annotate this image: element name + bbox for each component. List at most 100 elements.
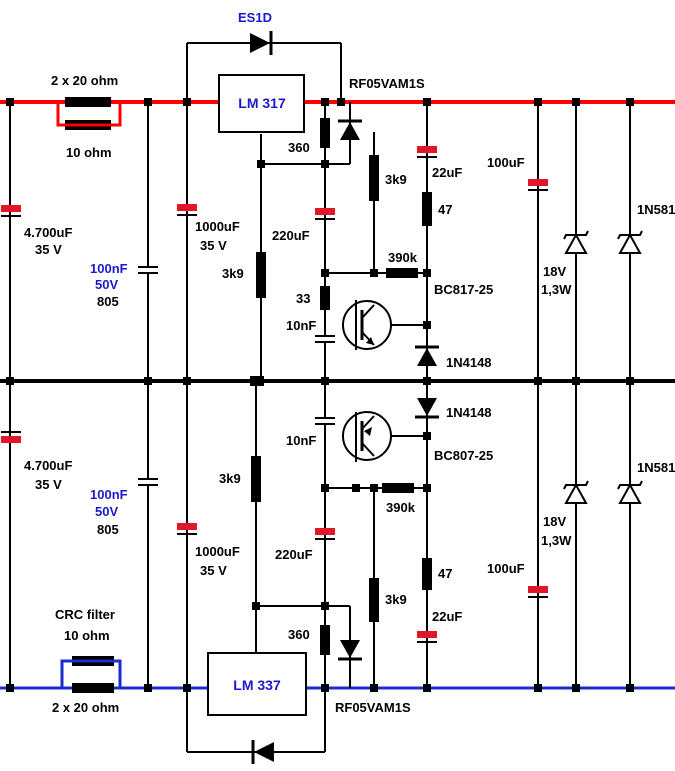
label-bc807: BC807-25 xyxy=(434,448,493,463)
rf05-top-triangle xyxy=(340,122,360,140)
junction xyxy=(534,377,542,385)
junction xyxy=(321,98,329,106)
label-47-bottom: 47 xyxy=(438,566,452,581)
junction xyxy=(6,98,14,106)
junction xyxy=(144,98,152,106)
label-3k9-left-bottom: 3k9 xyxy=(219,471,241,486)
zener-top-triangle xyxy=(564,232,588,254)
junction xyxy=(252,602,260,610)
zener-18v-top xyxy=(563,230,589,254)
cap-4700-bottom xyxy=(1,436,21,443)
d1n581-top xyxy=(617,230,643,254)
label-360-top: 360 xyxy=(288,140,310,155)
label-rf05-bottom: RF05VAM1S xyxy=(335,700,411,715)
label-35v-1000-bottom: 35 V xyxy=(200,563,227,578)
d1n4148-bottom-triangle xyxy=(417,398,437,416)
junction xyxy=(144,684,152,692)
bc807-emitter xyxy=(361,415,375,430)
lm317-body xyxy=(218,74,305,133)
label-22uf-bottom: 22uF xyxy=(432,609,462,624)
junction xyxy=(534,684,542,692)
r3k9-bottom-mid xyxy=(369,578,379,622)
label-2x20-top: 2 x 20 ohm xyxy=(51,73,118,88)
bc817-body xyxy=(342,300,392,350)
label-390k-top: 390k xyxy=(388,250,418,265)
cap-10nf-top-gap xyxy=(314,335,336,343)
junction xyxy=(144,377,152,385)
r47-bottom xyxy=(422,558,432,590)
bc807-collector xyxy=(361,442,375,457)
junction xyxy=(321,484,329,492)
label-100nf-bottom: 100nF xyxy=(90,487,128,502)
cap-10nf-bottom-gap xyxy=(314,417,336,425)
label-13w-bottom: 1,3W xyxy=(541,533,572,548)
label-1n581-top: 1N581 xyxy=(637,202,675,217)
label-805-bottom: 805 xyxy=(97,522,119,537)
junction xyxy=(321,602,329,610)
cap-1000-top xyxy=(177,204,197,211)
label-crc-filter: CRC filter xyxy=(55,607,115,622)
label-2x20-bottom: 2 x 20 ohm xyxy=(52,700,119,715)
es1d-diode xyxy=(250,31,273,55)
zener-bottom-triangle xyxy=(564,482,588,504)
rf05-bottom-diode xyxy=(338,640,362,661)
label-220uf-bottom: 220uF xyxy=(275,547,313,562)
label-es1d: ES1D xyxy=(238,10,272,25)
junction xyxy=(183,377,191,385)
zener-bottom-bar xyxy=(563,480,589,490)
r3k9-top-mid xyxy=(369,155,379,201)
label-22uf-top: 22uF xyxy=(432,165,462,180)
junction xyxy=(183,98,191,106)
label-1n581-bottom: 1N581 xyxy=(637,460,675,475)
junction xyxy=(370,269,378,277)
bottom-filter-resistor-lower xyxy=(72,683,114,693)
transistor-bc817 xyxy=(342,300,392,350)
cap-100-top xyxy=(528,179,548,186)
lm317-regulator: LM 317 xyxy=(218,74,305,133)
junction xyxy=(423,432,431,440)
label-50v-top: 50V xyxy=(95,277,118,292)
label-35v-4700-top: 35 V xyxy=(35,242,62,257)
zener-18v-bottom xyxy=(563,480,589,504)
label-47-top: 47 xyxy=(438,202,452,217)
label-bc817: BC817-25 xyxy=(434,282,493,297)
bc807-body xyxy=(342,411,392,461)
top-filter-resistor-upper xyxy=(65,97,111,107)
d1n4148-top-triangle xyxy=(417,348,437,366)
junction xyxy=(183,684,191,692)
d1n4148-top xyxy=(415,345,439,366)
junction xyxy=(572,684,580,692)
label-33: 33 xyxy=(296,291,310,306)
lm337-regulator: LM 337 xyxy=(207,652,307,716)
label-3k9-top-mid: 3k9 xyxy=(385,172,407,187)
d1n581-bottom-triangle xyxy=(618,482,642,504)
cap-220-top xyxy=(315,208,335,215)
transistor-bc807 xyxy=(342,411,392,462)
junction xyxy=(423,269,431,277)
d1n581-top-bar xyxy=(617,230,643,240)
bc817-arrow xyxy=(366,337,374,345)
label-220uf-top: 220uF xyxy=(272,228,310,243)
cap-22-top xyxy=(417,146,437,153)
r33 xyxy=(320,286,330,310)
label-18v-top: 18V xyxy=(543,264,566,279)
label-35v-4700-bottom: 35 V xyxy=(35,477,62,492)
rf05-bottom-triangle xyxy=(340,640,360,658)
r360-bottom xyxy=(320,625,330,655)
junction xyxy=(321,684,329,692)
r3k9-left-top xyxy=(256,252,266,298)
bottom-filter-resistors xyxy=(60,656,122,693)
junction xyxy=(423,98,431,106)
label-18v-bottom: 18V xyxy=(543,514,566,529)
junction xyxy=(352,484,360,492)
d1n581-top-triangle xyxy=(618,232,642,254)
junction xyxy=(626,98,634,106)
cap-1000-bottom xyxy=(177,523,197,530)
label-1000-top: 1000uF xyxy=(195,219,240,234)
junction xyxy=(337,98,345,106)
label-3k9-left-top: 3k9 xyxy=(222,266,244,281)
label-1000-bottom: 1000uF xyxy=(195,544,240,559)
cap-100-bottom xyxy=(528,586,548,593)
cap-4700-top xyxy=(1,205,21,212)
bottom-bypass-triangle xyxy=(254,742,274,762)
